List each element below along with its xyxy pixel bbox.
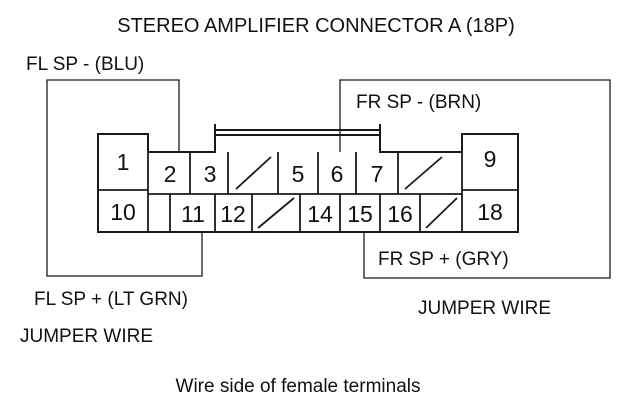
label-jumper-wire-left: JUMPER WIRE xyxy=(20,326,153,347)
pin-1: 1 xyxy=(117,149,130,175)
label-fr-minus: FR SP - (BRN) xyxy=(356,92,481,113)
pin-18: 18 xyxy=(477,199,503,225)
diagram-title: STEREO AMPLIFIER CONNECTOR A (18P) xyxy=(117,15,515,37)
pin-15: 15 xyxy=(347,201,373,227)
pin-7: 7 xyxy=(371,161,384,187)
pin-5: 5 xyxy=(292,161,305,187)
jumper-wire-right xyxy=(339,79,611,279)
pin-6: 6 xyxy=(331,161,344,187)
connector-cell-lines xyxy=(98,134,518,232)
pin-14: 14 xyxy=(307,201,333,227)
pin-2: 2 xyxy=(164,161,177,187)
pin-12: 12 xyxy=(220,201,246,227)
label-fl-plus: FL SP + (LT GRN) xyxy=(34,289,188,310)
label-jumper-wire-right: JUMPER WIRE xyxy=(418,298,551,319)
pin-10: 10 xyxy=(110,199,136,225)
pin-11: 11 xyxy=(181,201,205,227)
pin-3: 3 xyxy=(204,161,217,187)
pin-9: 9 xyxy=(484,146,497,172)
diagram-caption: Wire side of female terminals xyxy=(176,376,421,397)
label-fl-minus: FL SP - (BLU) xyxy=(26,54,144,75)
pin-16: 16 xyxy=(387,201,413,227)
jumper-wire-left xyxy=(46,79,203,277)
label-fr-plus: FR SP + (GRY) xyxy=(378,249,509,270)
